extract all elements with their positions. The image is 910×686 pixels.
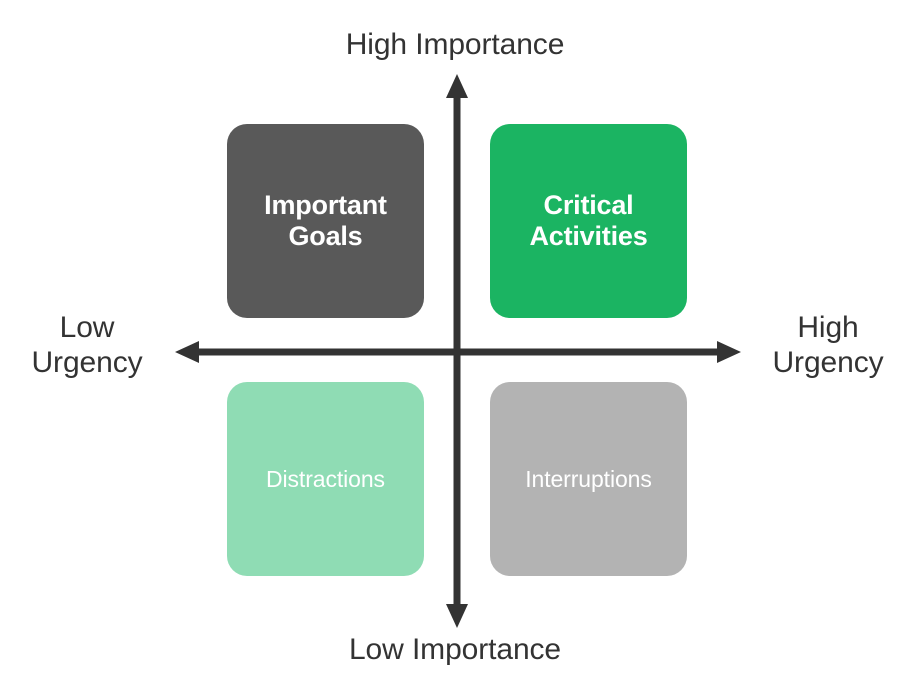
quadrant-label-interruptions: Interruptions xyxy=(525,465,652,492)
quadrant-distractions[interactable]: Distractions xyxy=(227,382,424,576)
axis-label-high-importance: High Importance xyxy=(345,28,565,61)
arrow-up-icon xyxy=(446,74,468,98)
arrow-down-icon xyxy=(446,604,468,628)
quadrant-label-important-goals: Important Goals xyxy=(264,189,387,251)
quadrant-important-goals[interactable]: Important Goals xyxy=(227,124,424,318)
quadrant-interruptions[interactable]: Interruptions xyxy=(490,382,687,576)
arrow-right-icon xyxy=(717,341,741,363)
quadrant-label-critical-activities: Critical Activities xyxy=(529,189,648,251)
axis-label-low-urgency: Low Urgency xyxy=(31,311,143,380)
axis-label-high-urgency: High Urgency xyxy=(772,311,884,380)
axis-label-low-importance: Low Importance xyxy=(348,633,562,666)
quadrant-critical-activities[interactable]: Critical Activities xyxy=(490,124,687,318)
arrow-left-icon xyxy=(175,341,199,363)
quadrant-label-distractions: Distractions xyxy=(266,465,385,492)
